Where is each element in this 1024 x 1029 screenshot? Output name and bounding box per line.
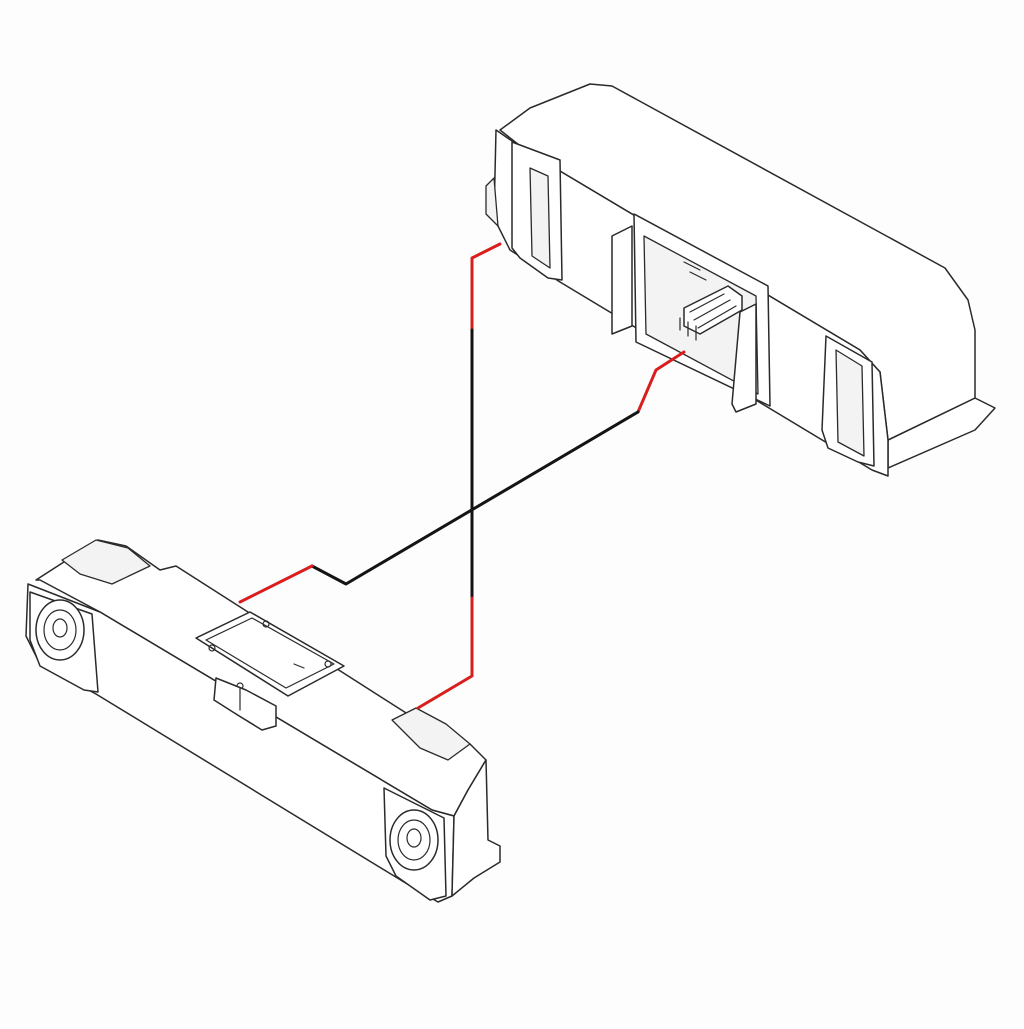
wire-2	[238, 350, 686, 604]
amplifier-terminal-flap-right	[731, 303, 757, 413]
right-speaker	[383, 787, 447, 901]
left-speaker	[29, 591, 99, 693]
wire-1-red-top	[470, 242, 502, 332]
amplifier-unit	[485, 83, 996, 477]
wire-2-red-bottom	[238, 564, 314, 604]
enclosure-right-end	[451, 759, 501, 897]
amplifier-right-vent-inner	[835, 349, 865, 457]
enclosure-right-cap	[391, 707, 471, 761]
amplifier-left-vent-inner	[529, 167, 551, 269]
wire-2-black-mid	[310, 410, 640, 586]
amplifier-left-end	[485, 177, 499, 227]
amplifier-terminal-block	[679, 261, 743, 341]
enclosure-left-cap	[61, 539, 151, 585]
subwoofer-enclosure	[25, 539, 501, 903]
wire-1	[416, 242, 502, 710]
amplifier-terminal-flap-left	[611, 225, 633, 335]
wire-2-red-top	[636, 350, 686, 414]
wire-1-red-bottom	[416, 596, 474, 710]
enclosure-terminal-plate	[195, 611, 345, 731]
